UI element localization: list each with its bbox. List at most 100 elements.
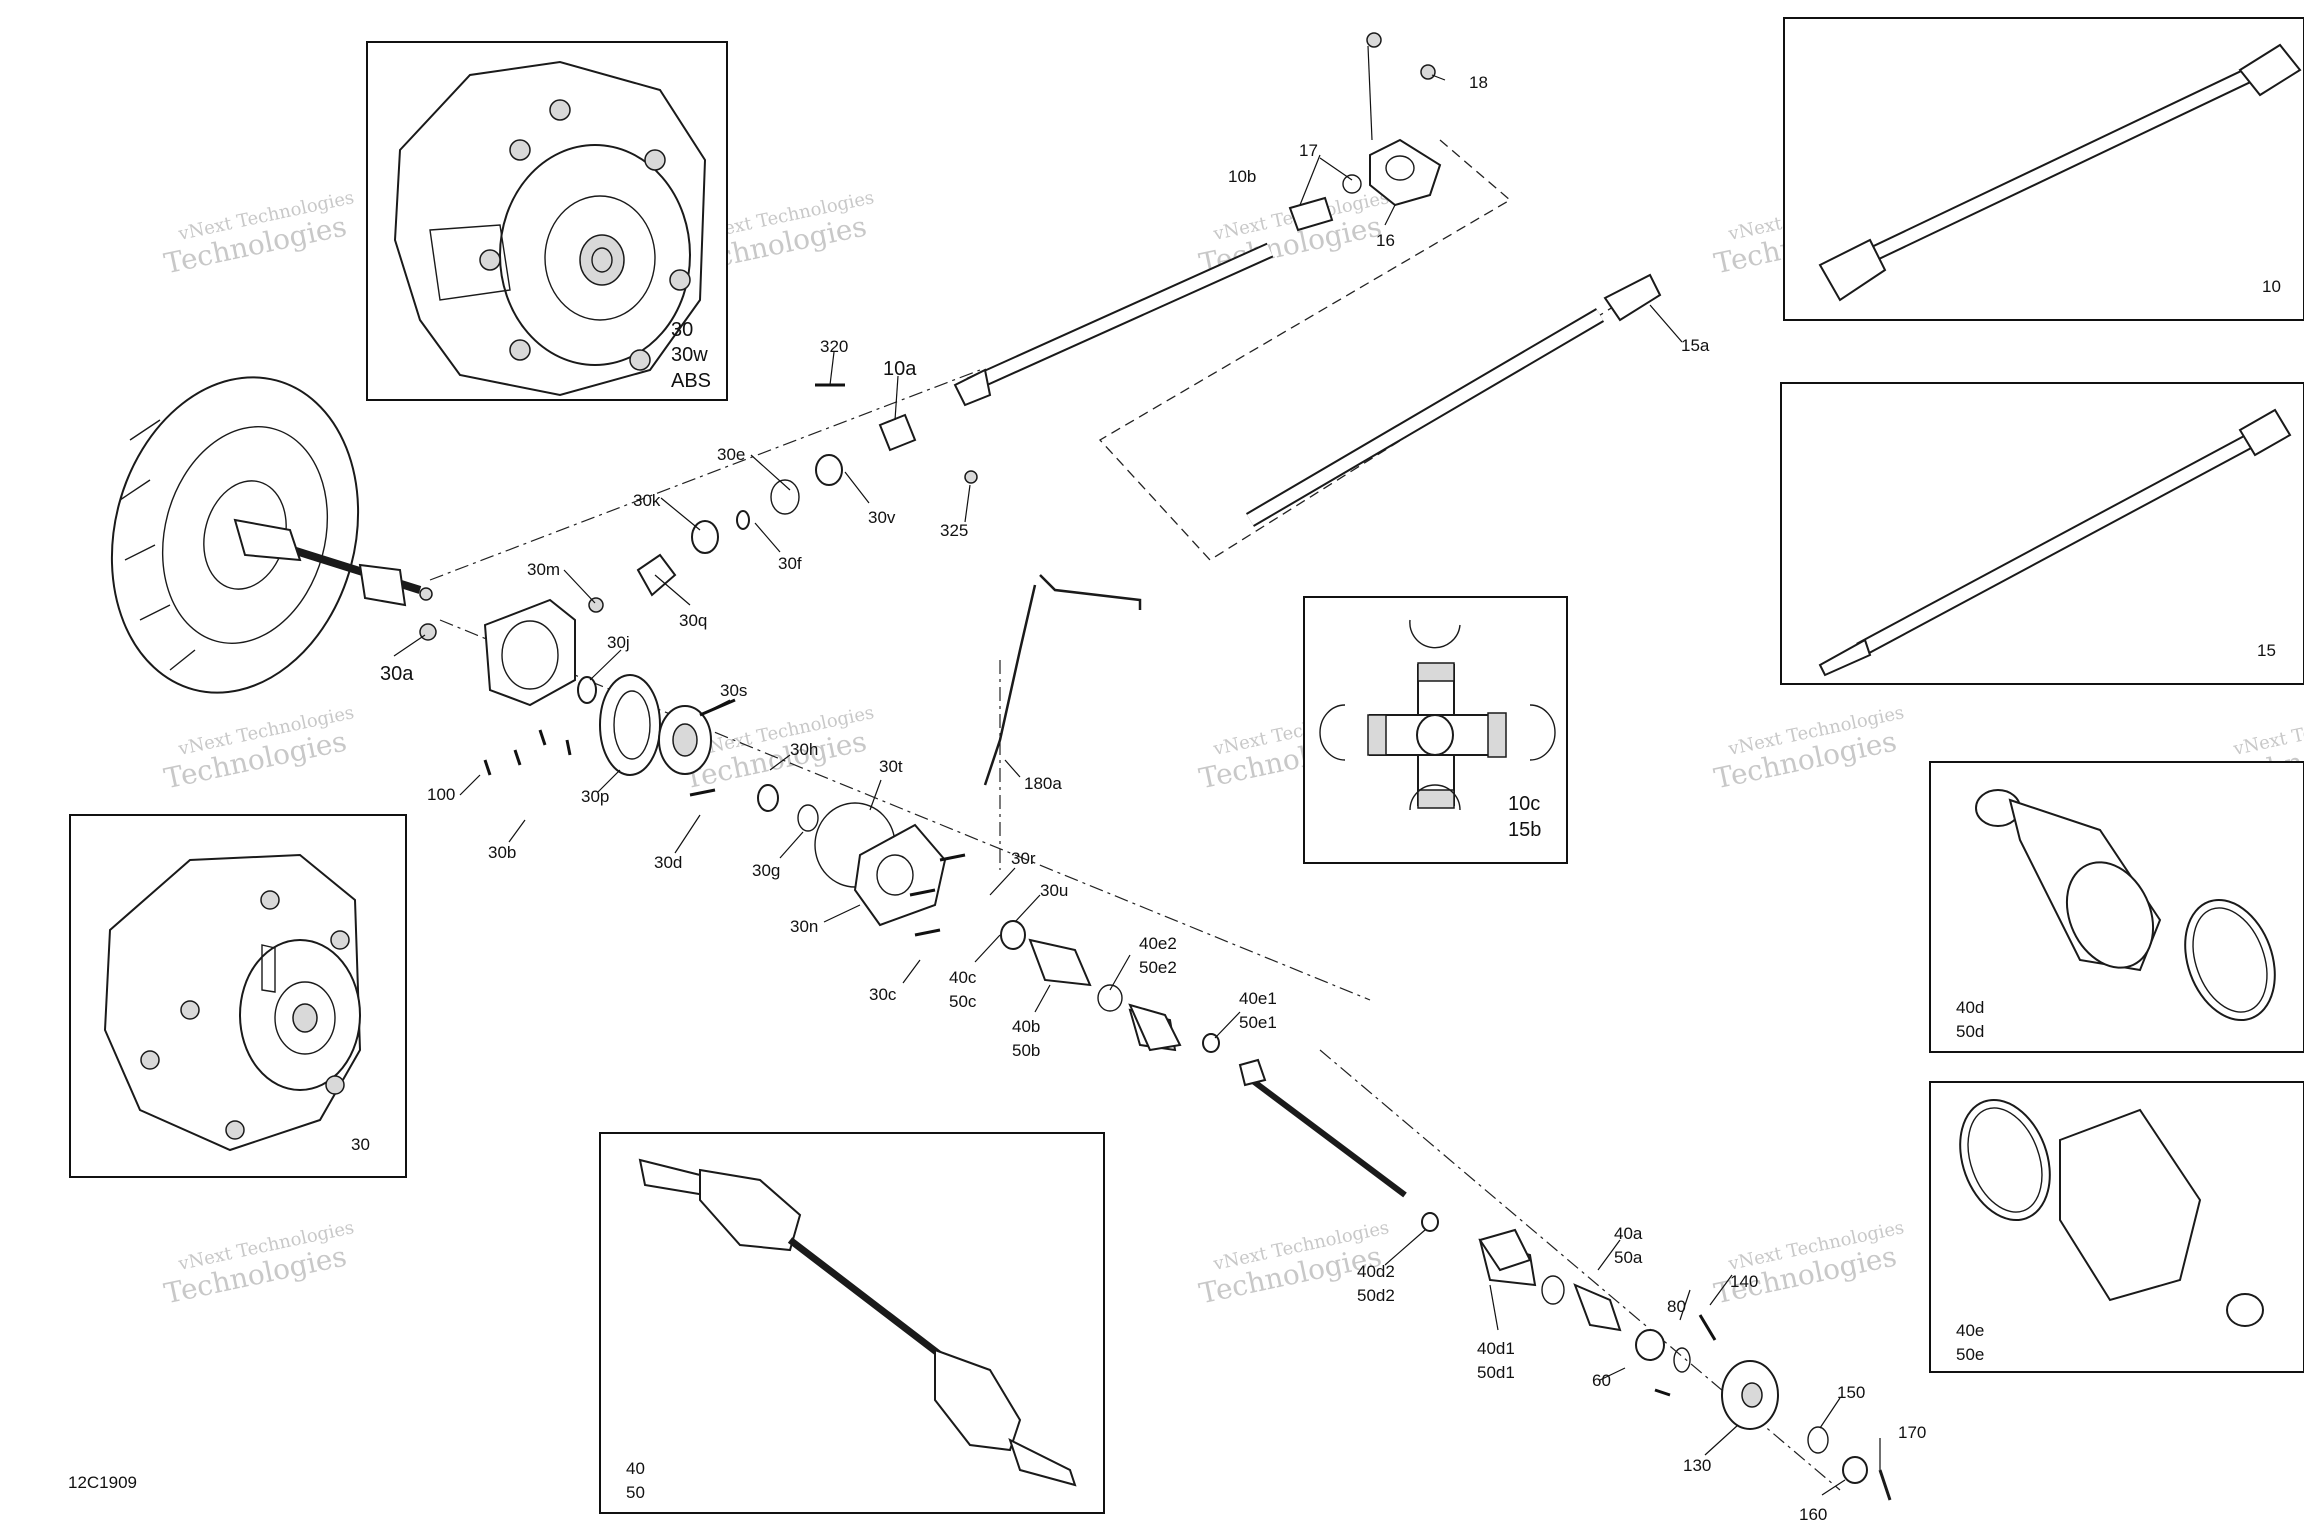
half-shaft-left — [233, 518, 433, 607]
breather-tube — [983, 574, 1142, 786]
callout-16: 16 — [1376, 231, 1395, 250]
prop-shaft-front — [1818, 43, 2302, 302]
gearbox-abs-housing — [393, 60, 707, 397]
callout-170: 170 — [1898, 1423, 1926, 1442]
callout-30g: 30g — [752, 861, 780, 880]
inset-label: 10 — [2262, 277, 2281, 296]
inset-label: 15b — [1508, 819, 1541, 841]
callout-30m: 30m — [527, 560, 560, 579]
inset-label: 40d — [1956, 998, 1984, 1017]
callout-50e2: 50e2 — [1139, 958, 1177, 977]
gearbox-housing — [103, 853, 362, 1152]
inset-axle-shaft: 40 50 — [599, 1132, 1105, 1514]
yoke-10a — [878, 413, 917, 452]
inner-drive-shaft — [1238, 1058, 1439, 1232]
inset-label: 40e — [1956, 1321, 1984, 1340]
callout-17: 17 — [1299, 141, 1318, 160]
callout-160: 160 — [1799, 1505, 1827, 1524]
callout-30v: 30v — [868, 508, 896, 527]
callout-60: 60 — [1592, 1371, 1611, 1390]
center-bearing — [1288, 32, 1442, 232]
inset-label: 30w — [671, 344, 708, 366]
callout-50b: 50b — [1012, 1041, 1040, 1060]
callout-50e1: 50e1 — [1239, 1013, 1277, 1032]
gearbox-cover-plate — [853, 823, 947, 927]
callout-30p: 30p — [581, 787, 609, 806]
inset-label: 30 — [351, 1135, 370, 1154]
callout-10b: 10b — [1228, 167, 1256, 186]
callout-30q: 30q — [679, 611, 707, 630]
callout-labels: 320 10a 30e 30k 30v 325 30f 30m 30q 30a … — [380, 73, 1926, 1524]
callout-30r: 30r — [1011, 849, 1036, 868]
inset-boot-inner: 40d 50d — [1929, 761, 2304, 1053]
bolt-studs — [483, 383, 1717, 1397]
inset-label: 40 — [626, 1459, 645, 1478]
wheel-tire — [110, 376, 360, 694]
prop-shaft-rear — [1818, 408, 2292, 677]
callout-50a: 50a — [1614, 1248, 1643, 1267]
callout-325: 325 — [940, 521, 968, 540]
boot-40e2 — [1128, 1003, 1182, 1052]
inset-gearbox: 30 — [69, 814, 407, 1178]
callout-30b: 30b — [488, 843, 516, 862]
callout-30f: 30f — [778, 554, 802, 573]
inset-label: 15 — [2257, 641, 2276, 660]
axle-shaft — [638, 1158, 1077, 1487]
callout-30d: 30d — [654, 853, 682, 872]
callout-40e1: 40e1 — [1239, 989, 1277, 1008]
callout-80: 80 — [1667, 1297, 1686, 1316]
callout-320: 320 — [820, 337, 848, 356]
callout-30a: 30a — [380, 663, 414, 685]
callout-30n: 30n — [790, 917, 818, 936]
callout-50c: 50c — [949, 992, 977, 1011]
callout-50d1: 50d1 — [1477, 1363, 1515, 1382]
callout-40a: 40a — [1614, 1224, 1643, 1243]
boot-40d1 — [1478, 1228, 1532, 1272]
boot-outer — [1959, 1098, 2264, 1327]
callout-40b: 40b — [1012, 1017, 1040, 1036]
boot-inner — [1975, 789, 2276, 1022]
callout-40d2: 40d2 — [1357, 1262, 1395, 1281]
ring-gear — [599, 674, 661, 776]
inset-label: 10c — [1508, 793, 1540, 815]
callout-100: 100 — [427, 785, 455, 804]
inset-prop-shaft-rear: 15 — [1780, 382, 2304, 685]
inset-label: ABS — [671, 370, 711, 392]
inset-universal-joint: 10c 15b — [1303, 596, 1568, 864]
prop-shaft-main-rear — [1245, 273, 1662, 527]
callout-50d2: 50d2 — [1357, 1286, 1395, 1305]
inset-label: 50 — [626, 1483, 645, 1502]
differential — [658, 705, 712, 775]
inset-boot-outer: 40e 50e — [1929, 1081, 2304, 1373]
callout-40e2: 40e2 — [1139, 934, 1177, 953]
inset-label: 50e — [1956, 1345, 1984, 1364]
inset-prop-shaft-front: 10 — [1783, 17, 2304, 321]
callout-30h: 30h — [790, 740, 818, 759]
bearings-seals — [419, 454, 978, 888]
inset-label: 30 — [671, 319, 693, 341]
callout-150: 150 — [1837, 1383, 1865, 1402]
callout-30e: 30e — [717, 445, 745, 464]
callout-40c: 40c — [949, 968, 977, 987]
wheel-hub — [1721, 1360, 1779, 1430]
callout-40d1: 40d1 — [1477, 1339, 1515, 1358]
universal-joint-cross — [1319, 619, 1556, 811]
callout-30k: 30k — [633, 491, 661, 510]
callout-30t: 30t — [879, 757, 903, 776]
drawing-code: 12C1909 — [68, 1473, 137, 1492]
callout-30c: 30c — [869, 985, 897, 1004]
callout-130: 130 — [1683, 1456, 1711, 1475]
callout-30s: 30s — [720, 681, 747, 700]
callout-18: 18 — [1469, 73, 1488, 92]
prop-shaft-main-front — [953, 242, 1274, 407]
inset-gearbox-abs: 30 30w ABS — [366, 41, 728, 401]
callout-15a: 15a — [1681, 336, 1710, 355]
callout-10a: 10a — [883, 358, 917, 380]
inset-label: 50d — [1956, 1022, 1984, 1041]
callout-140: 140 — [1730, 1272, 1758, 1291]
callout-30u: 30u — [1040, 881, 1068, 900]
pinion-gear — [636, 553, 677, 597]
callout-180a: 180a — [1024, 774, 1062, 793]
callout-30j: 30j — [607, 633, 630, 652]
